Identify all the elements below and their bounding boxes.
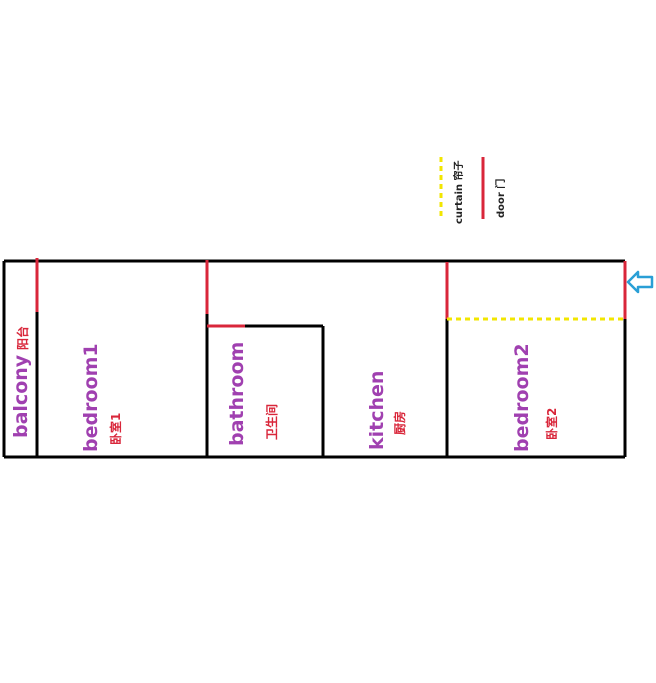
room-bedroom1-label: bedroom1 [80,343,102,452]
room-bedroom2-label: bedroom2 [511,343,533,452]
room-kitchen-label: kitchen [366,371,388,450]
room-bathroom-label: bathroom [226,342,248,446]
room-bathroom: bathroom 卫生间 [226,342,279,446]
legend-curtain-label: curtain 帘子 [452,160,465,224]
room-bedroom1-label-cn: 卧室1 [108,413,123,445]
room-bedroom2: bedroom2 卧室2 [511,343,559,452]
room-kitchen: kitchen 厨房 [366,371,407,450]
room-balcony-label: balcony [10,354,32,438]
room-balcony-label-cn: 阳台 [15,326,30,350]
room-bedroom2-label-cn: 卧室2 [544,408,559,440]
room-balcony: balcony 阳台 [10,326,32,438]
room-kitchen-label-cn: 厨房 [392,411,407,435]
room-bathroom-label-cn: 卫生间 [264,404,279,440]
doors [35,258,627,328]
legend-door-label: door 门 [494,179,507,218]
room-bedroom1: bedroom1 卧室1 [80,343,123,452]
legend: curtain 帘子 door 门 [439,157,507,224]
walls [2,259,627,459]
arrow-left-icon [626,270,654,294]
